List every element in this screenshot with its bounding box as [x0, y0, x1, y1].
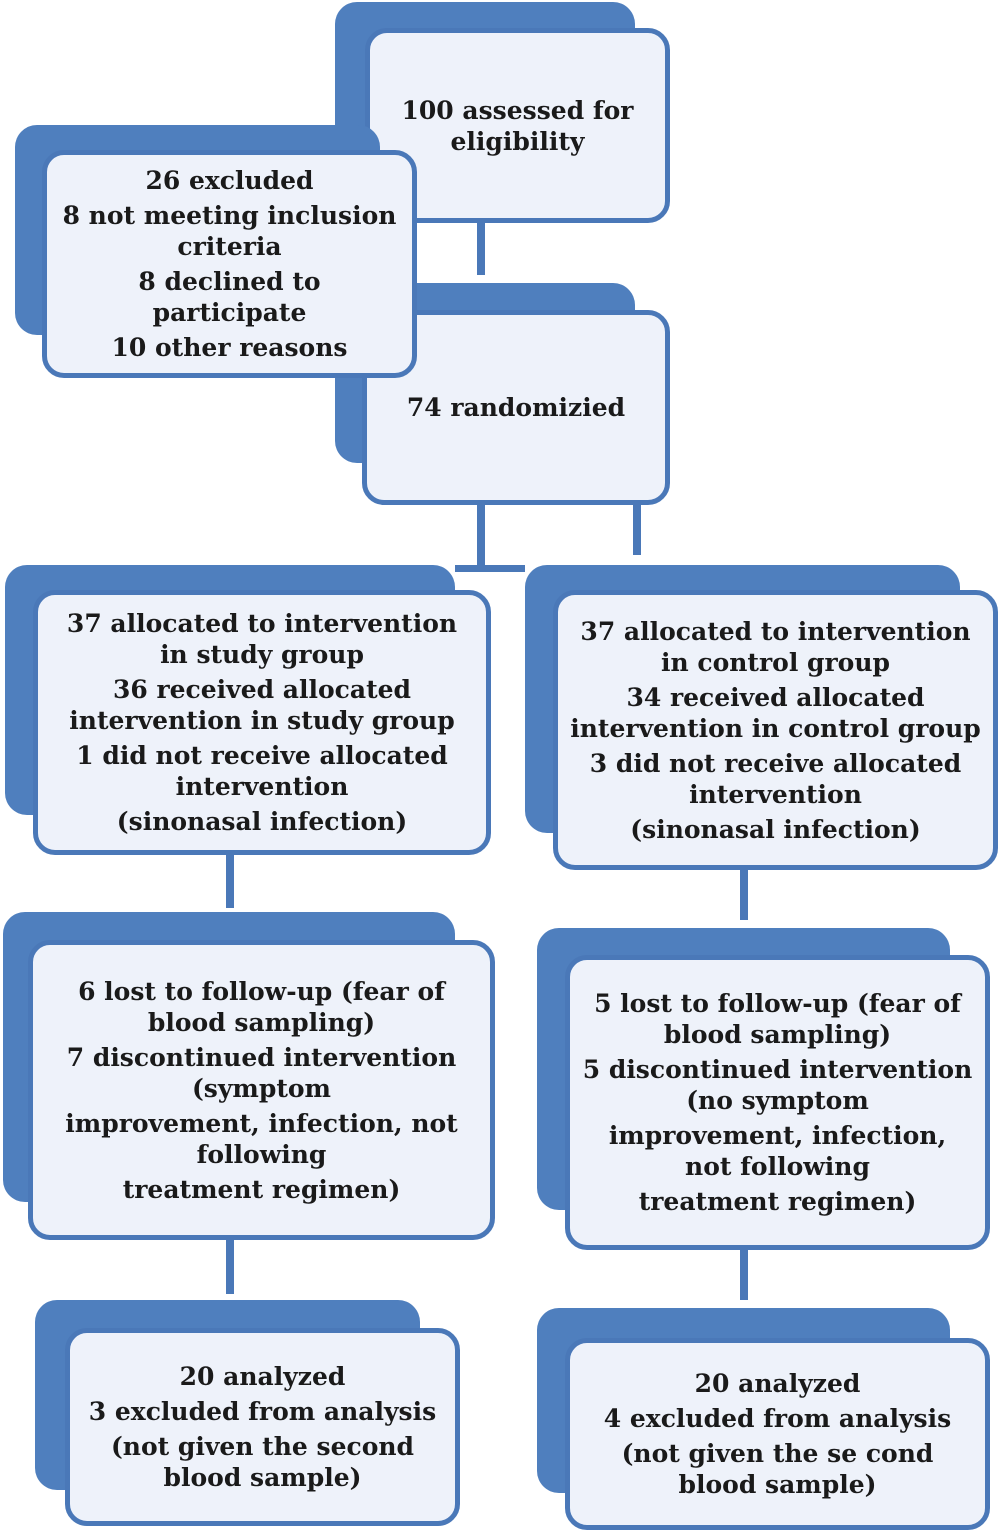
- alloc-control-line-4: (sinonasal infection): [630, 814, 921, 844]
- excluded-line-2: 8 not meeting inclusion criteria: [62, 201, 397, 261]
- followup-study-line-2: 7 discontinued intervention (symptom: [66, 1042, 457, 1103]
- followup-control-line-1: 5 lost to follow-up (fear of blood sampl…: [594, 989, 961, 1049]
- randomized-line-1: 74 randomizied: [406, 393, 626, 422]
- analysis-study-line-2: 3 excluded from analysis: [88, 1397, 437, 1426]
- followup-control-line-4: treatment regimen): [638, 1187, 917, 1216]
- excluded-line-1: 26 excluded: [145, 166, 314, 195]
- alloc-control-card: 37 allocated to intervention in control …: [553, 590, 998, 870]
- connector-randomized-control: [633, 505, 641, 555]
- analysis-study-line-1: 20 analyzed: [179, 1362, 346, 1391]
- alloc-study-line-4: (sinonasal infection): [116, 807, 408, 836]
- analysis-control-line-1: 20 analyzed: [694, 1369, 861, 1398]
- alloc-control-line-1: 37 allocated to intervention in control …: [580, 616, 971, 677]
- followup-study-card: 6 lost to follow-up (fear of blood sampl…: [28, 940, 495, 1240]
- followup-control-card: 5 lost to follow-up (fear of blood sampl…: [565, 955, 990, 1250]
- excluded-line-4: 10 other reasons: [111, 333, 348, 362]
- followup-control-line-3: improvement, infection, not following: [608, 1121, 947, 1181]
- alloc-study-card: 37 allocated to intervention in study gr…: [33, 590, 491, 855]
- connector-control-alloc-followup: [740, 870, 748, 920]
- followup-study-line-3: improvement, infection, not following: [65, 1108, 458, 1169]
- followup-study-line-1: 6 lost to follow-up (fear of blood sampl…: [78, 976, 445, 1037]
- analysis-study-line-3: (not given the second blood sample): [110, 1432, 415, 1492]
- alloc-study-line-3: 1 did not receive allocated intervention: [76, 741, 448, 801]
- analysis-control-line-3: (not given the se cond blood sample): [621, 1439, 934, 1499]
- analysis-control-card: 20 analyzed 4 excluded from analysis (no…: [565, 1338, 990, 1530]
- followup-control-line-2: 5 discontinued intervention (no symptom: [582, 1055, 973, 1115]
- connector-study-followup-analysis: [226, 1238, 234, 1294]
- analysis-control-line-2: 4 excluded from analysis: [603, 1404, 952, 1433]
- connector-randomized-split: [477, 505, 485, 565]
- analysis-study-card: 20 analyzed 3 excluded from analysis (no…: [65, 1328, 460, 1526]
- connector-assessed-randomized: [477, 195, 485, 275]
- followup-study-line-4: treatment regimen): [122, 1174, 401, 1204]
- alloc-control-line-2: 34 received allocated intervention in co…: [570, 682, 981, 743]
- connector-split-horizontal: [455, 565, 525, 572]
- assessed-line-1: 100 assessed for eligibility: [401, 95, 634, 156]
- alloc-study-line-2: 36 received allocated intervention in st…: [69, 675, 455, 735]
- excluded-line-3: 8 declined to participate: [138, 267, 321, 327]
- alloc-control-line-3: 3 did not receive allocated intervention: [589, 748, 962, 809]
- alloc-study-line-1: 37 allocated to intervention in study gr…: [66, 609, 458, 669]
- excluded-card: 26 excluded 8 not meeting inclusion crit…: [42, 150, 417, 378]
- connector-study-alloc-followup: [226, 852, 234, 908]
- connector-control-followup-analysis: [740, 1248, 748, 1300]
